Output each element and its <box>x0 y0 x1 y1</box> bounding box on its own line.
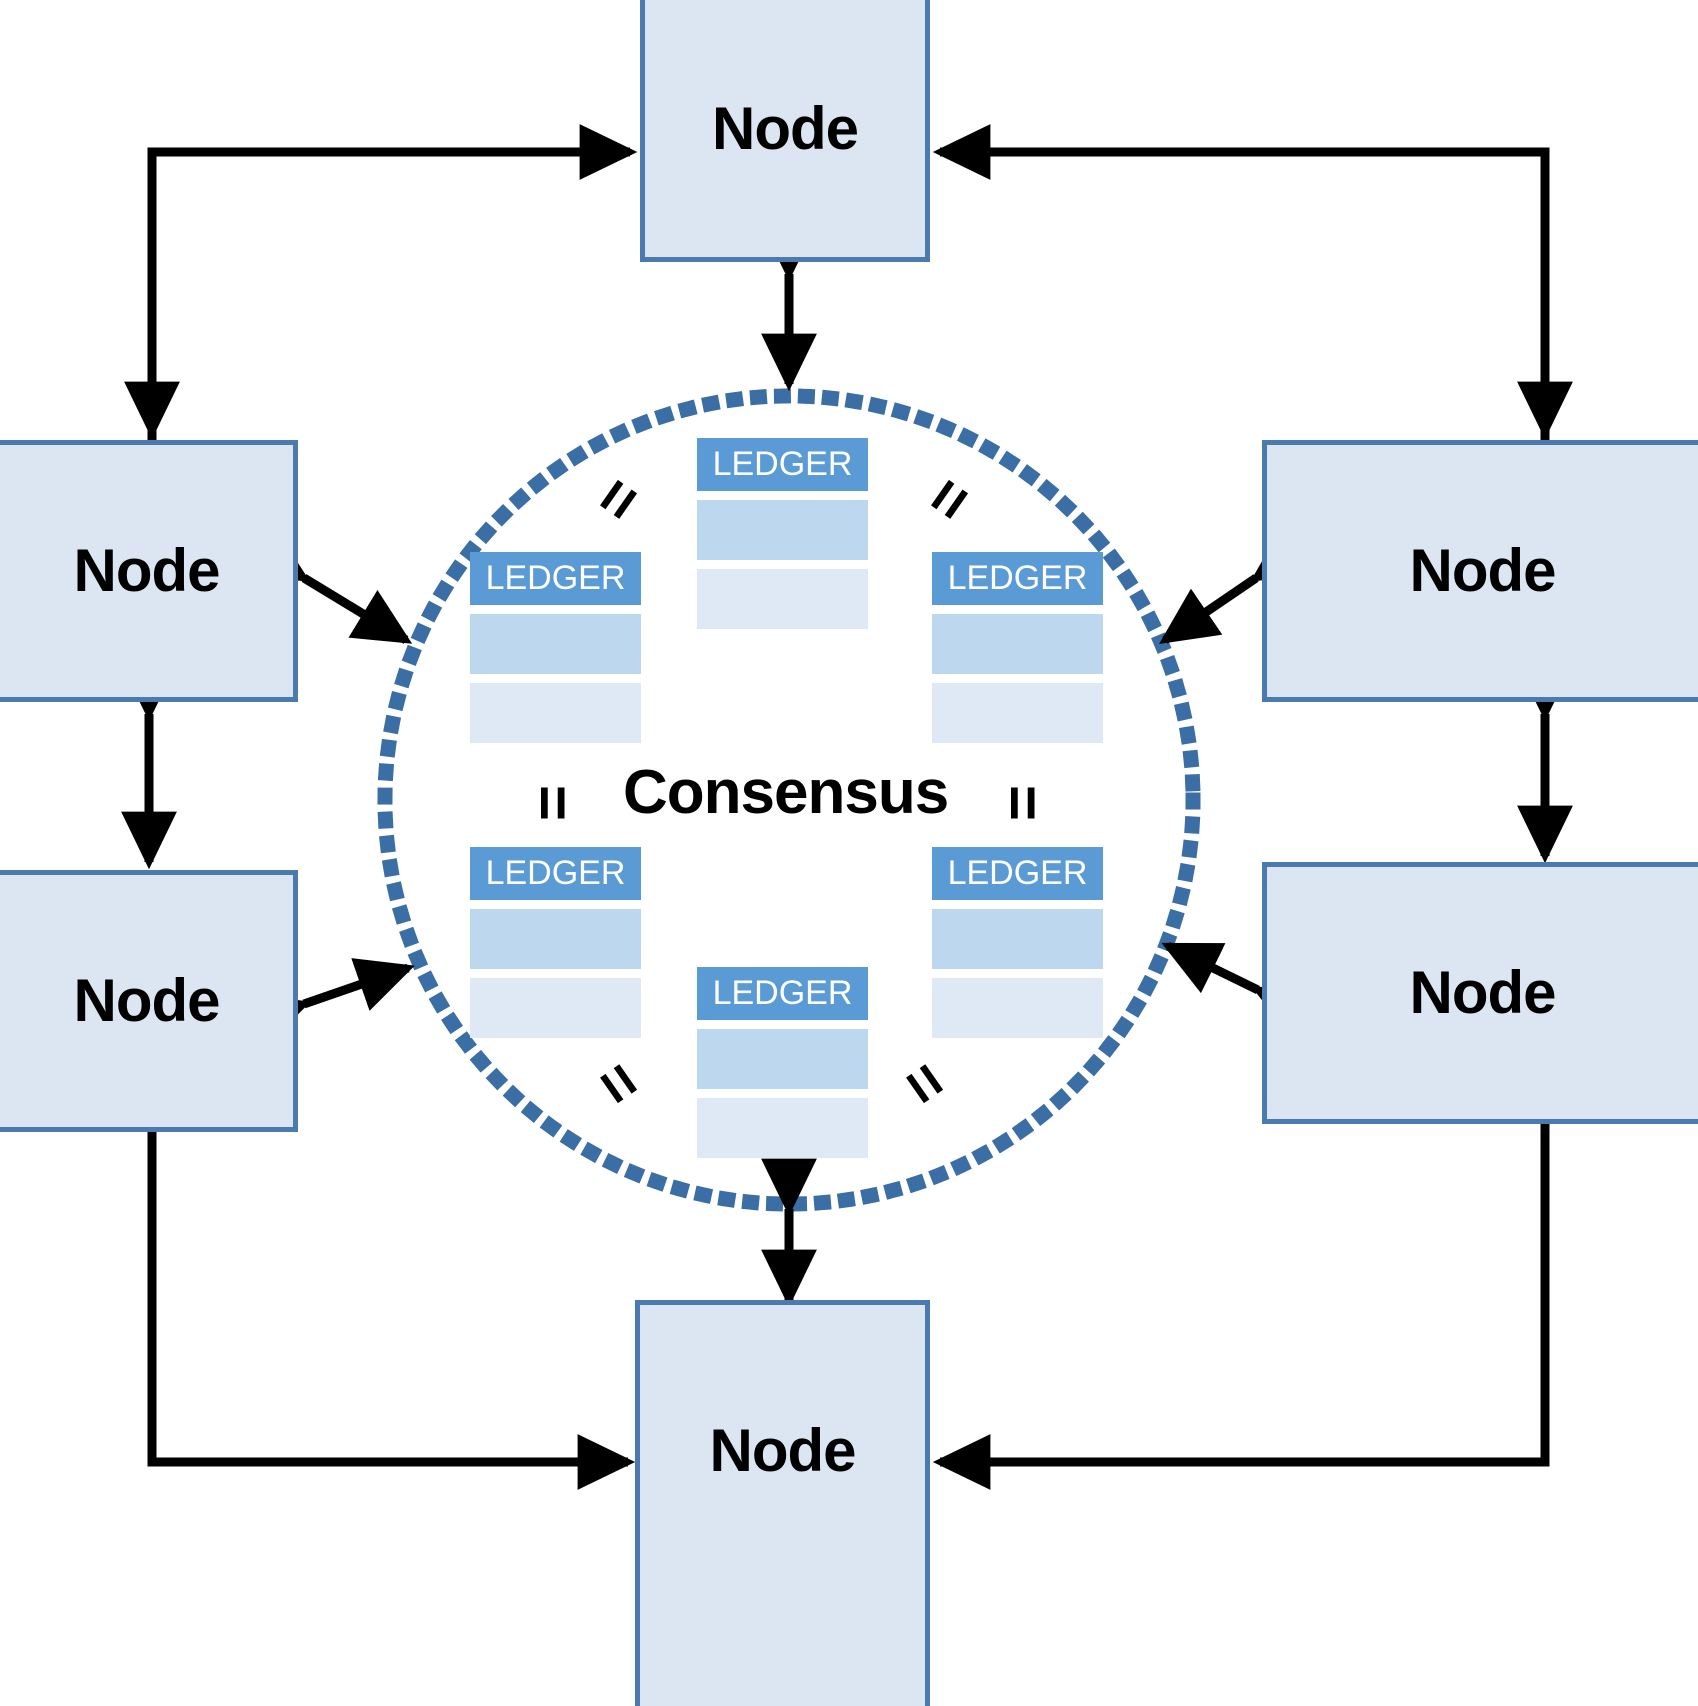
node-label: Node <box>709 1416 857 1484</box>
ledger-upper-right[interactable]: LEDGER <box>932 552 1103 743</box>
node-bottom[interactable]: Node <box>635 1300 930 1706</box>
ledger-row-mid <box>697 1029 868 1089</box>
node-label: Node <box>73 537 221 604</box>
edge-rightlower-to-bottom <box>932 1124 1550 1490</box>
node-left-lower[interactable]: Node <box>0 870 298 1132</box>
node-label: Node <box>712 94 859 162</box>
edge-rightlower-to-circle <box>1161 941 1316 1038</box>
ledger-lower-left[interactable]: LEDGER <box>470 847 641 1038</box>
edge-leftupper-to-top <box>147 124 638 440</box>
ledger-row-mid <box>470 909 641 969</box>
ledger-row-mid <box>932 614 1103 674</box>
edge-leftlower-to-circle <box>247 958 415 1047</box>
edge-leftlower-to-bottom <box>147 1132 636 1490</box>
consensus-label: Consensus <box>623 758 949 827</box>
node-right-lower[interactable]: Node <box>1262 862 1698 1124</box>
ledger-header: LEDGER <box>470 847 641 900</box>
consensus-circle <box>377 388 1201 1212</box>
equals-mark-mid-left: = <box>518 784 588 822</box>
ledger-bottom[interactable]: LEDGER <box>697 967 868 1158</box>
ledger-row-mid <box>470 614 641 674</box>
ledger-header: LEDGER <box>932 847 1103 900</box>
node-top[interactable]: Node <box>640 0 930 262</box>
ledger-row-light <box>470 683 641 743</box>
ledger-row-mid <box>697 500 868 560</box>
node-label: Node <box>1409 537 1557 604</box>
node-left-upper[interactable]: Node <box>0 440 298 702</box>
node-right-upper[interactable]: Node <box>1262 440 1698 702</box>
equals-mark-mid-right: = <box>988 784 1058 822</box>
ledger-header: LEDGER <box>697 438 868 491</box>
edge-rightupper-to-circle <box>1159 526 1314 645</box>
ledger-row-light <box>932 683 1103 743</box>
edge-rightupper-to-top <box>932 124 1550 440</box>
ledger-row-light <box>932 978 1103 1038</box>
ledger-upper-left[interactable]: LEDGER <box>470 552 641 743</box>
ledger-row-light <box>697 569 868 629</box>
ledger-row-light <box>470 978 641 1038</box>
ledger-lower-right[interactable]: LEDGER <box>932 847 1103 1038</box>
ledger-header: LEDGER <box>932 552 1103 605</box>
ledger-header: LEDGER <box>470 552 641 605</box>
node-label: Node <box>1409 959 1557 1026</box>
node-label: Node <box>73 967 221 1034</box>
ledger-row-light <box>697 1098 868 1158</box>
ledger-header: LEDGER <box>697 967 868 1020</box>
ledger-top[interactable]: LEDGER <box>697 438 868 629</box>
edge-leftupper-to-circle <box>246 527 413 644</box>
ledger-row-mid <box>932 909 1103 969</box>
